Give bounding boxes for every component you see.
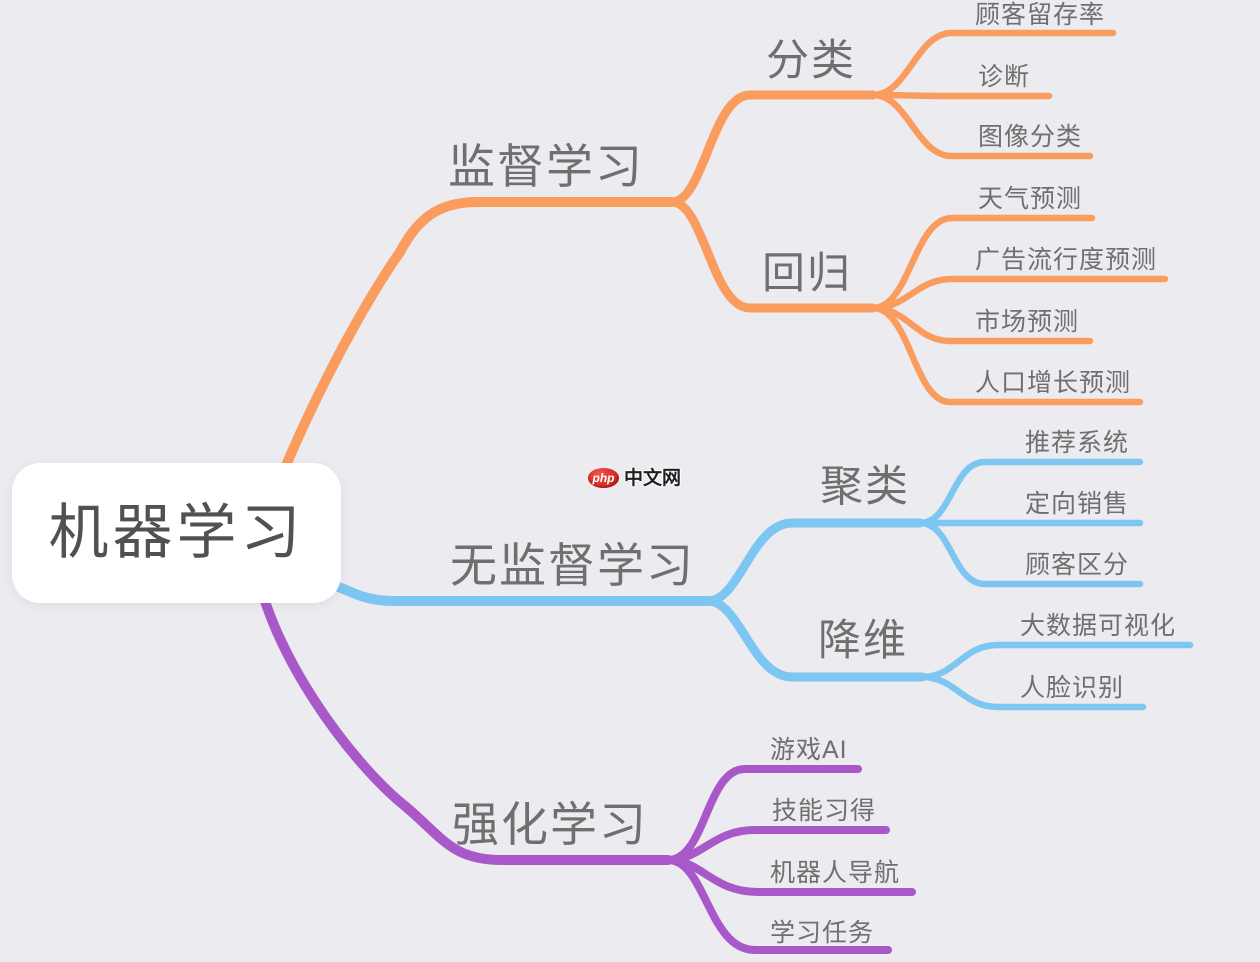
leaf-label-big-data-visualization[interactable]: 大数据可视化 xyxy=(1020,612,1177,640)
leaf-label-targeted-marketing[interactable]: 定向销售 xyxy=(1025,490,1130,518)
branch-label-reinforcement-learning[interactable]: 强化学习 xyxy=(452,798,648,851)
root-node-machine-learning[interactable]: 机器学习 xyxy=(12,463,341,603)
connector-learning-tasks xyxy=(664,856,892,954)
leaf-label-game-ai[interactable]: 游戏AI xyxy=(770,736,848,764)
root-node-label: 机器学习 xyxy=(48,499,305,566)
connector-customer-segmentation xyxy=(916,519,1144,588)
leaf-label-image-classification[interactable]: 图像分类 xyxy=(978,123,1083,151)
watermark-site-text: 中文网 xyxy=(624,467,682,489)
connector-image-classification xyxy=(869,91,1094,160)
php-cn-watermark: php 中文网 xyxy=(588,468,681,488)
connector-clustering xyxy=(703,518,925,606)
branch-label-unsupervised-learning[interactable]: 无监督学习 xyxy=(450,539,695,592)
node-label-clustering[interactable]: 聚类 xyxy=(820,463,910,511)
node-label-dimensionality-reduction[interactable]: 降维 xyxy=(818,617,908,665)
leaf-label-customer-retention[interactable]: 顾客留存率 xyxy=(975,1,1106,29)
connector-population-growth xyxy=(869,304,1144,406)
leaf-label-customer-segmentation[interactable]: 顾客区分 xyxy=(1025,551,1130,579)
connector-face-recognition xyxy=(918,673,1147,711)
leaf-label-ad-popularity-prediction[interactable]: 广告流行度预测 xyxy=(975,246,1158,274)
connector-regression xyxy=(667,197,878,313)
leaf-label-population-growth-prediction[interactable]: 人口增长预测 xyxy=(975,369,1132,397)
leaf-label-recommender-systems[interactable]: 推荐系统 xyxy=(1025,429,1130,457)
trunk-reinforcement xyxy=(250,555,673,865)
node-label-classification[interactable]: 分类 xyxy=(766,37,856,85)
node-label-regression[interactable]: 回归 xyxy=(762,250,852,298)
leaf-label-market-forecasting[interactable]: 市场预测 xyxy=(975,308,1080,336)
leaf-label-diagnostics[interactable]: 诊断 xyxy=(978,63,1031,91)
connector-big-data-visualization xyxy=(918,641,1194,681)
leaf-label-weather-forecasting[interactable]: 天气预测 xyxy=(978,185,1083,213)
leaf-label-face-recognition[interactable]: 人脸识别 xyxy=(1020,674,1125,702)
connector-ad-popularity xyxy=(869,275,1169,312)
connector-diagnostics xyxy=(869,91,1053,100)
leaf-label-learning-tasks[interactable]: 学习任务 xyxy=(770,919,875,947)
branch-label-supervised-learning[interactable]: 监督学习 xyxy=(448,140,644,193)
connector-dimensionality-reduction xyxy=(703,596,927,682)
php-logo-icon: php xyxy=(588,468,619,488)
leaf-label-skill-acquisition[interactable]: 技能习得 xyxy=(772,797,877,825)
leaf-label-robot-navigation[interactable]: 机器人导航 xyxy=(770,859,901,887)
connector-classification xyxy=(667,90,878,207)
php-logo-text: php xyxy=(592,471,615,485)
